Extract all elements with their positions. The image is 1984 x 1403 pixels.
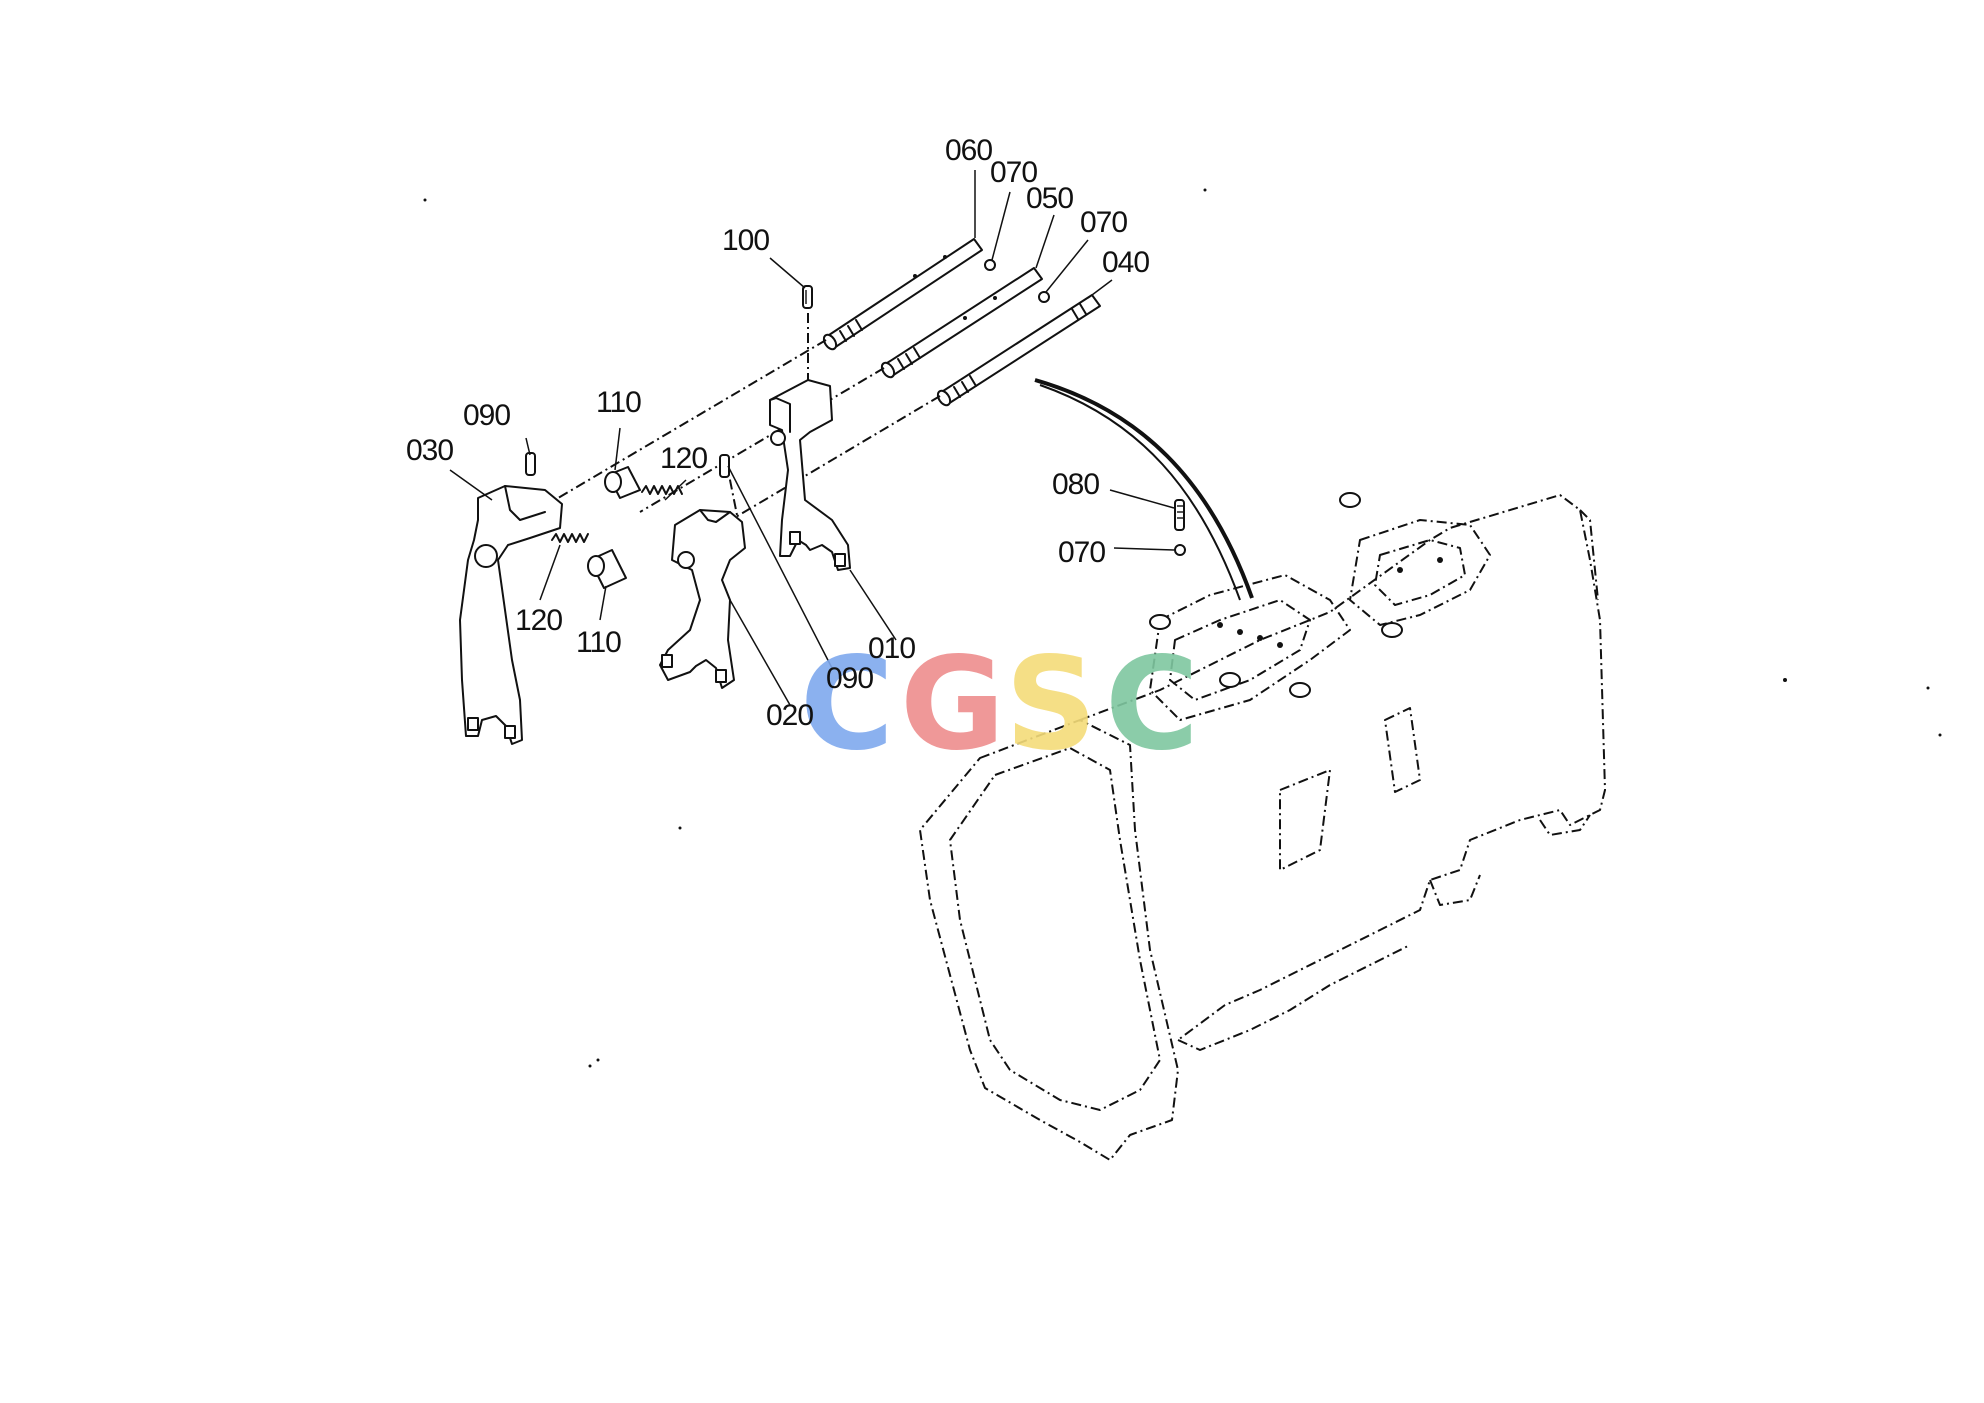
callout-060: 060 [945,134,992,167]
callout-110-lower: 110 [576,626,621,659]
callout-040: 040 [1102,246,1149,279]
callout-120-upper: 120 [660,442,707,475]
shift-rod-050 [880,267,1043,379]
plunger-110-upper [604,466,641,499]
watermark-letter-g: G [900,630,1005,779]
callout-090-middle: 090 [826,662,873,695]
callout-020: 020 [766,699,813,732]
spring-120-upper [641,485,683,495]
callout-080: 080 [1052,468,1099,501]
ball-070-upper [984,259,996,271]
callout-070-upper: 070 [990,156,1037,189]
watermark-letter-c1: C [800,630,894,779]
spring-pin-100 [802,285,813,309]
ball-070-lower [1174,544,1186,556]
callout-labels: 060 070 050 070 040 100 090 110 030 120 … [406,134,1150,732]
callout-030: 030 [406,434,453,467]
callout-100: 100 [722,224,769,257]
scan-specks [423,188,1942,1068]
shift-fork-010 [769,379,851,571]
shift-rod-060 [822,238,983,351]
callout-120-lower: 120 [515,604,562,637]
transmission-case [919,492,1606,1161]
guide-curve [1034,378,1254,599]
watermark-letter-c2: C [1105,630,1199,779]
shift-rod-040 [936,294,1101,407]
shift-fork-020 [659,509,746,689]
ball-070-middle [1038,291,1050,303]
shift-fork-030 [459,485,563,745]
callout-110-upper: 110 [596,386,641,419]
spring-120-lower [551,533,589,543]
pin-080 [1174,499,1185,531]
spring-pin-090-left [525,452,536,476]
callout-070-middle: 070 [1080,206,1127,239]
callout-070-lower: 070 [1058,536,1105,569]
spring-pin-090-upper [719,454,730,478]
plunger-110-lower [587,549,627,589]
callout-010: 010 [868,632,915,665]
callout-090-left: 090 [463,399,510,432]
watermark-letter-s: S [1005,630,1097,779]
callout-050: 050 [1026,182,1073,215]
watermark-cgsc: C G S C [800,630,1199,779]
leader-lines [449,170,1175,706]
